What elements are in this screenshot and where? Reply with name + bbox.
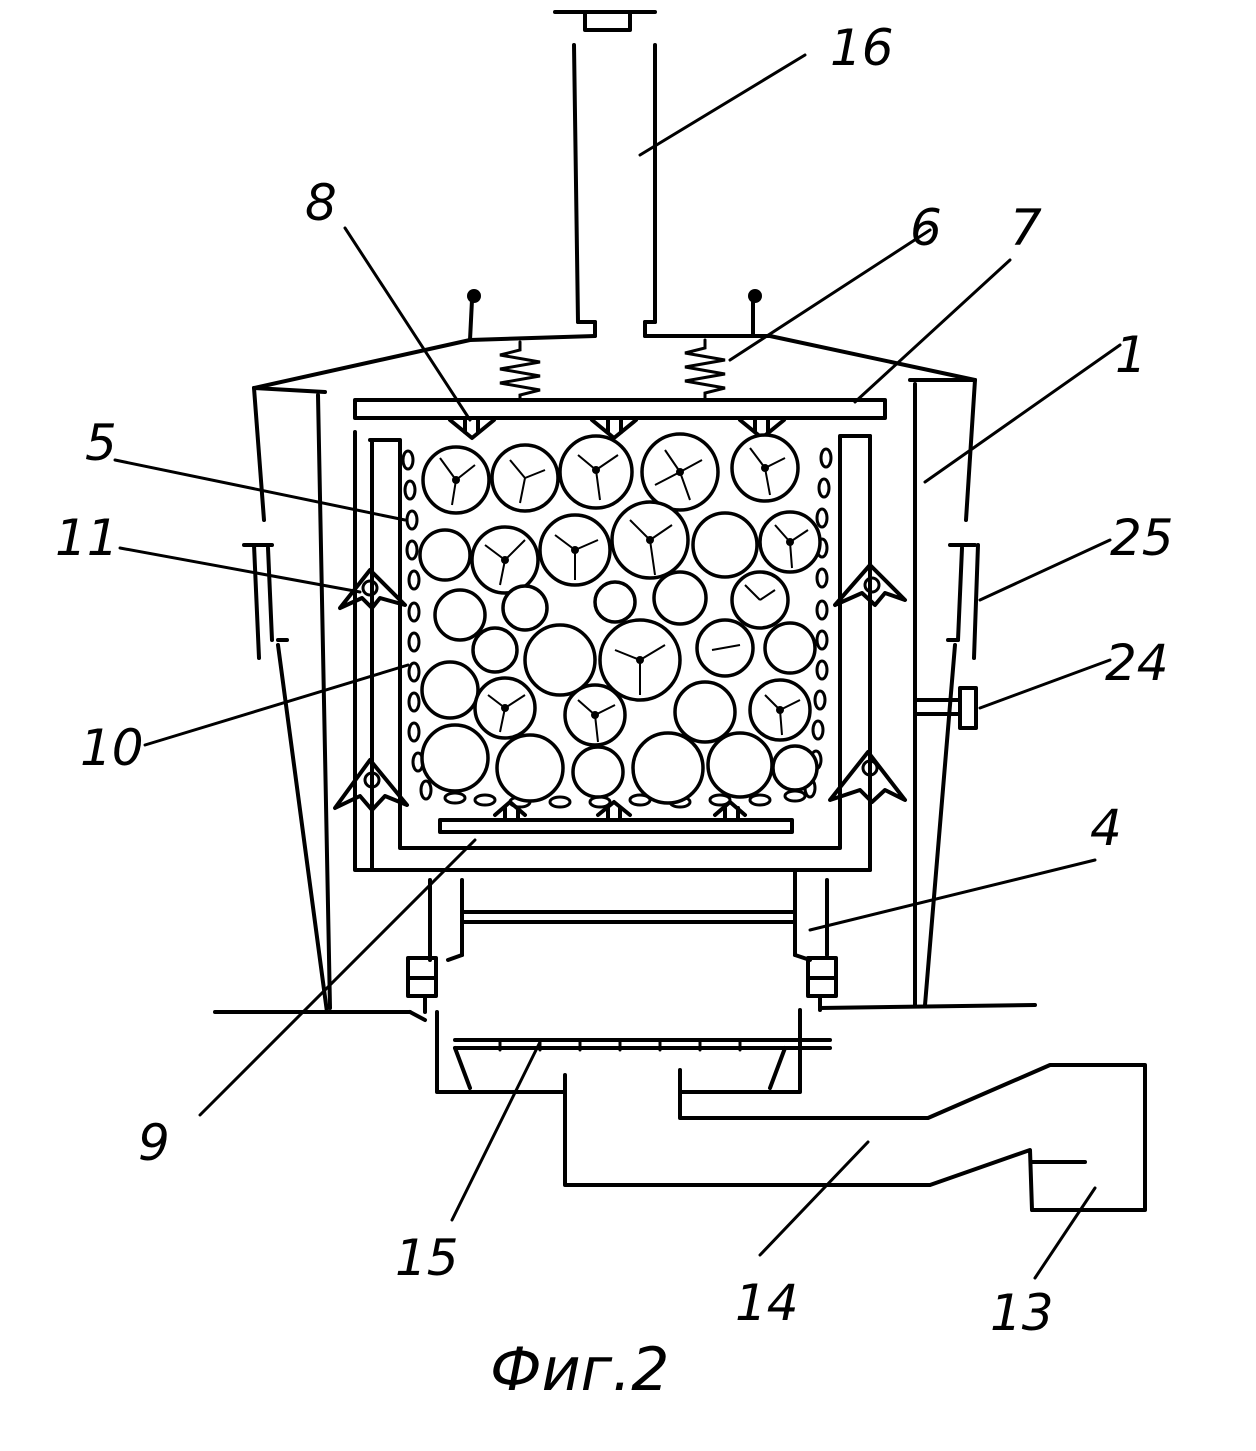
leader-lines xyxy=(113,53,1122,1280)
label-9: 9 xyxy=(138,1114,170,1172)
label-16: 16 xyxy=(830,19,894,77)
label-10: 10 xyxy=(80,719,144,777)
label-5: 5 xyxy=(85,414,117,472)
bottom-grate xyxy=(438,800,794,834)
label-6: 6 xyxy=(910,199,942,257)
label-7: 7 xyxy=(1010,199,1042,257)
top-plate xyxy=(353,398,887,440)
label-15: 15 xyxy=(395,1229,459,1287)
chain-mesh-right xyxy=(803,447,833,799)
label-13: 13 xyxy=(990,1284,1054,1342)
valve xyxy=(913,686,978,730)
label-8: 8 xyxy=(305,174,337,232)
deflector-left-upper xyxy=(338,568,407,610)
support-legs xyxy=(406,878,838,1014)
spring-right xyxy=(684,338,726,400)
label-11: 11 xyxy=(55,509,119,567)
air-duct xyxy=(563,1063,1147,1212)
label-1: 1 xyxy=(1115,326,1147,384)
lid xyxy=(252,289,977,390)
deflector-right-upper xyxy=(833,563,907,607)
label-24: 24 xyxy=(1105,634,1169,692)
label-25: 25 xyxy=(1110,509,1174,567)
firebox xyxy=(435,1008,832,1094)
figure-caption: Фиг.2 xyxy=(490,1335,669,1405)
deflector-left-lower xyxy=(333,758,409,812)
deflector-right-lower xyxy=(828,750,907,804)
outer-body xyxy=(242,378,980,1014)
label-14: 14 xyxy=(735,1274,799,1332)
stones xyxy=(418,432,822,805)
spring-left xyxy=(499,340,541,402)
ground xyxy=(213,1003,1037,1022)
label-4: 4 xyxy=(1090,799,1122,857)
chimney-pipe xyxy=(553,10,657,338)
